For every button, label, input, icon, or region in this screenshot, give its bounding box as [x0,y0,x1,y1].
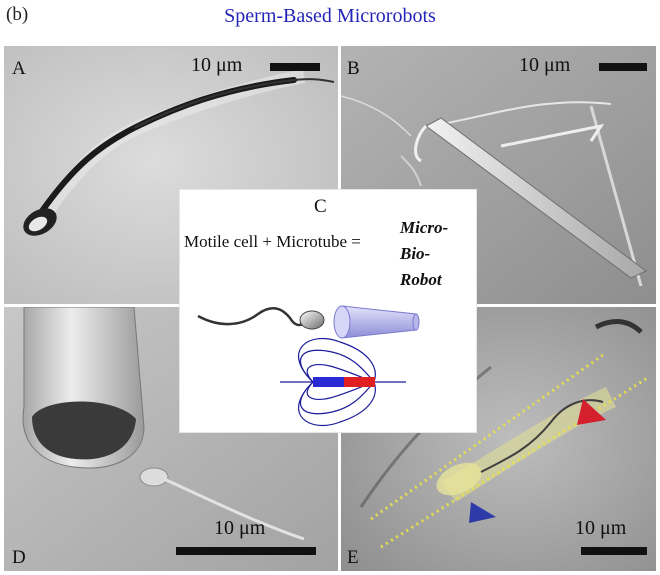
panel-d-micrograph: D 10 μm [4,307,338,571]
bar-magnet-field-icon [280,337,406,427]
panel-c-schematic: C Motile cell + Microtube = Micro- Bio- … [180,190,476,432]
equation-text: Motile cell + Microtube = [184,232,361,251]
panel-a-label: A [12,58,26,79]
panel-e-scale-text: 10 μm [575,517,627,539]
panel-e-scale-bar [581,547,647,555]
panel-d-image [4,307,338,571]
panel-b-scale-bar [599,63,647,71]
panel-b-label: B [347,58,360,79]
panel-c-label: C [314,196,327,217]
micro-bio-robot-line-2: Bio- [400,244,431,263]
microtube-sem [425,117,647,279]
panel-e-label: E [347,547,359,568]
panel-a-image [4,46,338,304]
sperm-cell-icon [197,306,325,330]
microtube-icon [333,305,420,339]
panel-d-scale-bar [176,547,316,555]
panel-d-label: D [12,547,26,568]
panel-b-scale-text: 10 μm [519,54,571,76]
blue-arrowhead-marker [469,502,496,523]
panel-a-scale-text: 10 μm [191,54,243,76]
micro-bio-robot-line-1: Micro- [400,218,449,237]
figure-label: (b) [6,4,29,25]
micro-bio-robot-line-3: Robot [400,270,442,289]
guide-line-lower [380,375,650,549]
panel-d-scale-text: 10 μm [214,517,266,539]
panel-a-scale-bar [270,63,320,71]
red-arrowhead-marker [577,399,606,425]
panel-c-drawing [197,305,420,427]
figure-title: Sperm-Based Microrobots [224,5,436,27]
sperm-tail-sem [163,477,305,541]
